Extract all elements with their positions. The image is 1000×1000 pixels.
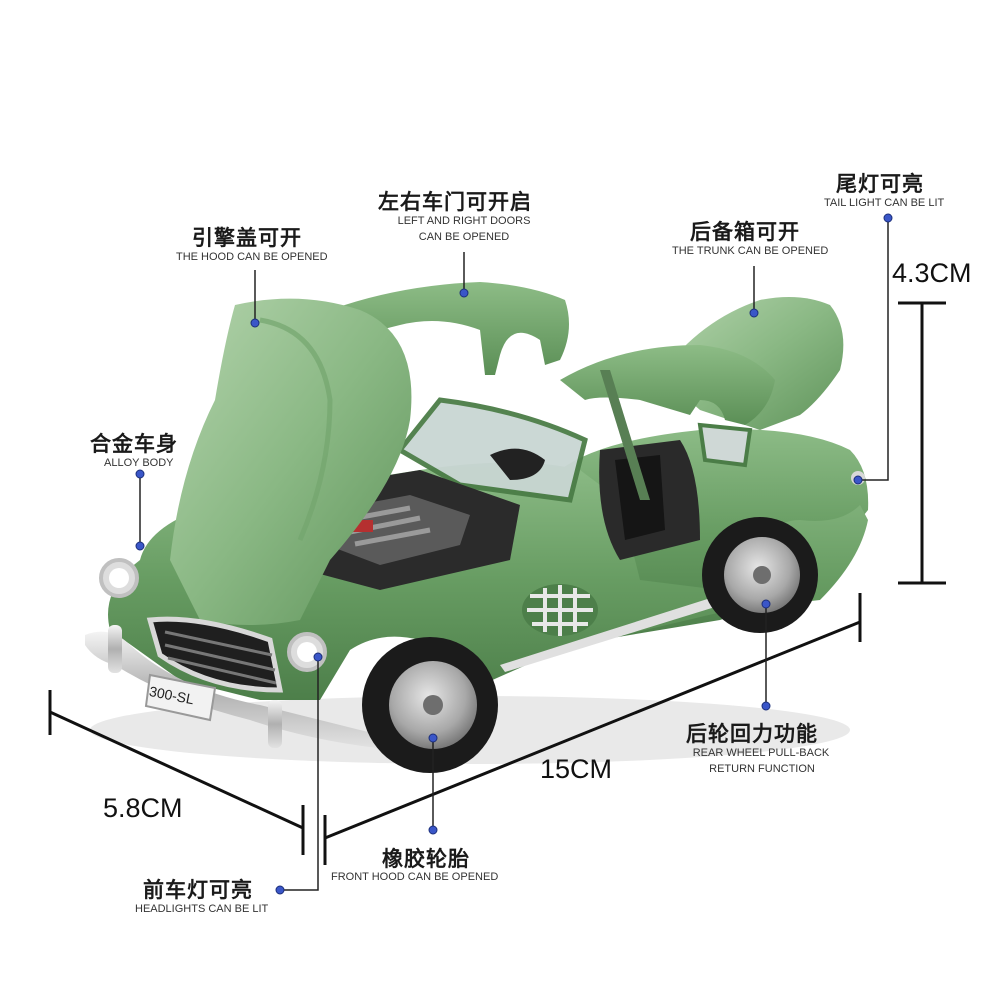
doors-label-en-line1: LEFT AND RIGHT DOORS: [397, 215, 531, 227]
callout-lines: [139, 218, 889, 891]
side-vent: [522, 584, 598, 636]
hood-label-en: THE HOOD CAN BE OPENED: [176, 251, 328, 263]
windshield: [396, 397, 588, 503]
height-dimension: 4.3CM: [892, 258, 972, 288]
dimension-lines: [48, 301, 946, 865]
rear-window: [697, 422, 753, 468]
doors-label-en-line2: CAN BE OPENED: [418, 231, 510, 243]
length-dimension: 15CM: [540, 754, 613, 784]
rear-wheel-label-en-line1: REAR WHEEL PULL-BACK: [692, 747, 830, 759]
rear-wheel-label-cn: 后轮回力功能: [686, 722, 818, 746]
tires-label-en: FRONT HOOD CAN BE OPENED: [331, 871, 499, 883]
steering-wheel: [490, 448, 545, 480]
hood-label-cn: 引擎盖可开: [192, 226, 302, 250]
rear-wheel-label-en-line2: RETURN FUNCTION: [709, 763, 815, 775]
width-dim-line: [49, 710, 304, 830]
front-wheel: [362, 637, 498, 773]
right-door: [560, 345, 775, 425]
door-strut: [600, 370, 650, 500]
doors-label-cn: 左右车门可开启: [378, 190, 532, 214]
side-trim: [500, 595, 728, 672]
license-plate: [144, 673, 217, 722]
tail-light-label-cn: 尾灯可亮: [836, 172, 924, 196]
headlights-label-en: HEADLIGHTS CAN BE LIT: [135, 903, 269, 915]
left-door: [330, 282, 569, 375]
trunk-label-en: THE TRUNK CAN BE OPENED: [672, 245, 829, 257]
body-label-en: ALLOY BODY: [104, 457, 174, 469]
rear-wheel: [702, 517, 818, 633]
body-label-cn: 合金车身: [90, 432, 178, 456]
bumper-guard-right: [268, 700, 282, 748]
length-dim-line: [324, 620, 861, 840]
front-bumper: [85, 631, 380, 748]
headlights-label-cn: 前车灯可亮: [143, 878, 253, 902]
width-dimension: 5.8CM: [103, 793, 183, 823]
tires-label-cn: 橡胶轮胎: [382, 847, 470, 871]
callout-dots: [135, 213, 893, 895]
trunk-label-cn: 后备箱可开: [690, 220, 800, 244]
tail-light-label-en: TAIL LIGHT CAN BE LIT: [824, 197, 945, 209]
hood: [170, 298, 412, 625]
bumper-guard-left: [108, 625, 122, 673]
